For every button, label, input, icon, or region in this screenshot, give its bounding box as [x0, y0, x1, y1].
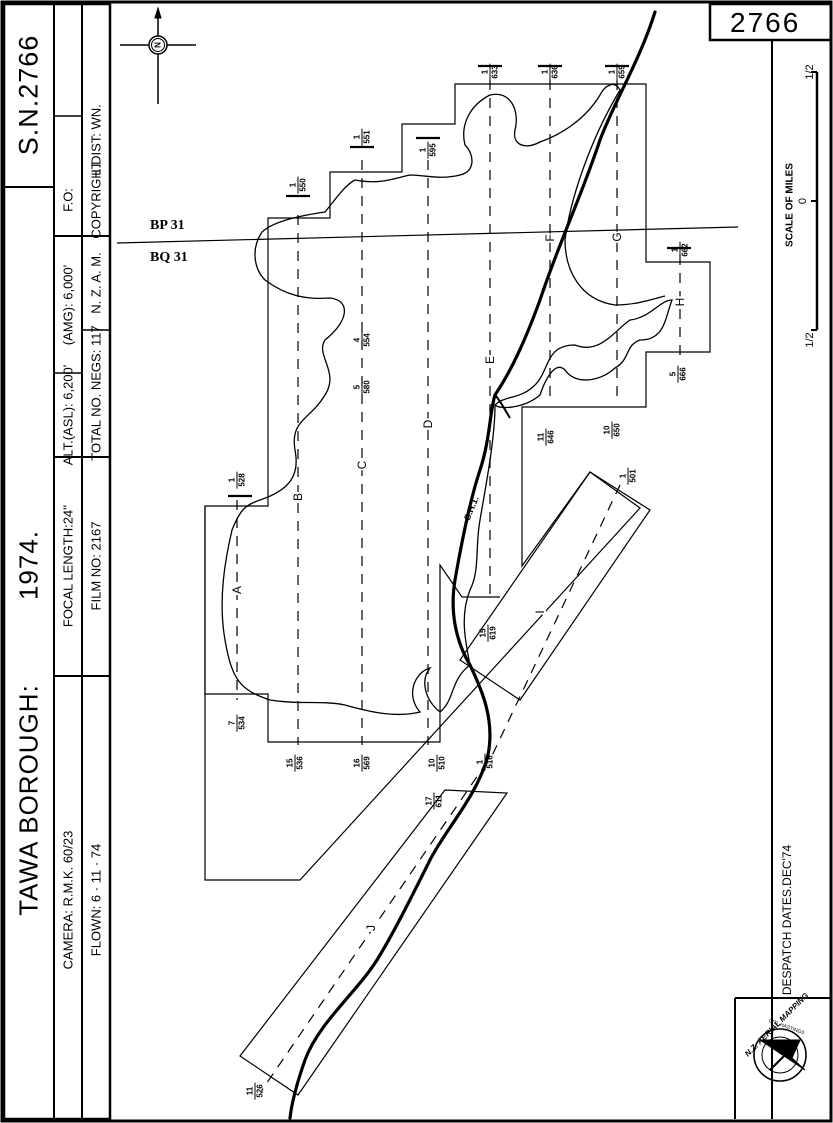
title-block-frame	[2, 2, 112, 1121]
sheet-number: 2766	[730, 7, 801, 38]
camera-field: CAMERA: R.M.K. 60/23	[60, 830, 76, 970]
fo-field: F.O:	[60, 188, 76, 212]
run-label-f: F	[543, 233, 557, 243]
total-negs-field: TOTAL NO. NEGS: 117	[88, 325, 104, 461]
scale-title: SCALE OF MILES	[784, 163, 796, 247]
survey-number: S.N.2766	[13, 34, 44, 156]
run-label-b: B	[291, 491, 305, 503]
state-highway-sh1	[288, 10, 657, 1120]
north-arrow	[120, 6, 196, 104]
run-end-ticks	[228, 64, 691, 498]
scale-left-label: 1/2	[804, 332, 816, 348]
flown-field: FLOWN: 6 · 11 · 74	[88, 843, 104, 957]
amg-field: (AMG): 6,000'	[60, 264, 76, 346]
map-sheet-upper: BP 31	[150, 218, 185, 233]
scale-bar	[811, 71, 819, 331]
run-label-c: C	[355, 459, 369, 471]
scale-right-label: 1/2	[804, 64, 816, 80]
north-letter: N	[153, 42, 163, 48]
run-label-g: G	[610, 231, 624, 243]
despatch-dates: DESPATCH DATES.DEC'74	[780, 844, 794, 996]
sheet-number-box	[708, 2, 833, 42]
run-label-d: D	[421, 418, 435, 430]
strip-outline-i	[459, 471, 651, 701]
title-year: 1974.	[13, 529, 44, 601]
run-label-a: A	[230, 584, 244, 596]
run-label-h: H	[673, 296, 687, 308]
alt-asl-field: ALT.(ASL): 6,200'	[60, 364, 76, 466]
nz-aerial-mapping-logo	[753, 1028, 807, 1082]
map-sheet-lower: BQ 31	[150, 250, 188, 265]
run-label-i: I	[533, 609, 547, 615]
l-dist-field: L.DIST: WN.	[88, 104, 104, 176]
scale-zero-label: 0	[797, 197, 809, 205]
title: TAWA BOROUGH:	[13, 684, 44, 916]
nzam-field: N. Z. A. M.	[88, 252, 104, 314]
photo-block-outline	[204, 83, 711, 881]
focal-length-field: FOCAL LENGTH:24''	[60, 504, 76, 628]
film-no-field: FILM NO: 2167	[88, 521, 104, 611]
borough-boundary	[221, 83, 673, 716]
run-label-j: J	[364, 924, 378, 932]
run-label-e: E	[483, 354, 497, 366]
strip-outline-j	[239, 789, 509, 1096]
